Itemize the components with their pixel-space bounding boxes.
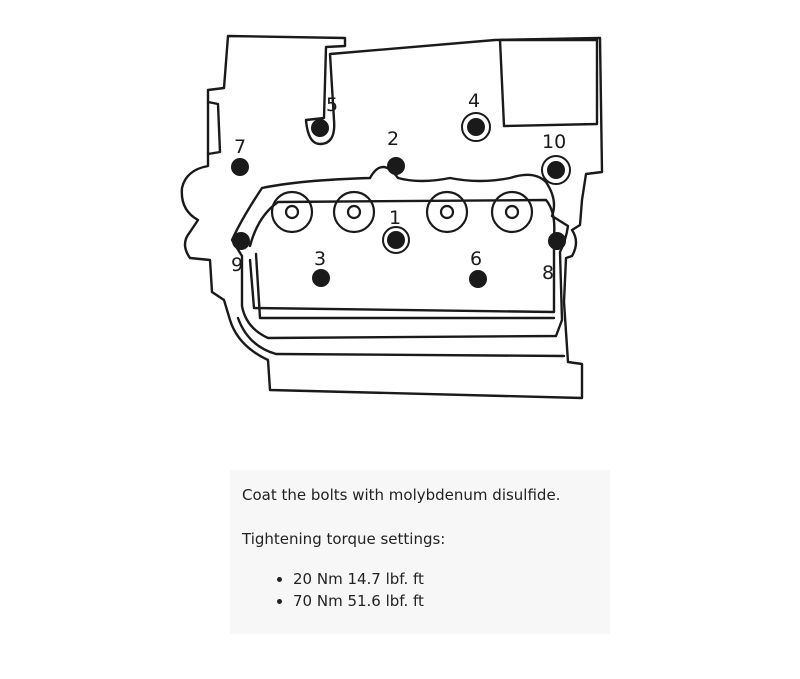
bolt-5 (311, 119, 329, 137)
bolt-3 (312, 269, 330, 287)
torque-list: 20 Nm 14.7 lbf. ft 70 Nm 51.6 lbf. ft (242, 568, 598, 612)
torque-item-2: 70 Nm 51.6 lbf. ft (293, 590, 598, 612)
bolt-8 (548, 232, 566, 250)
bolt-10 (547, 161, 565, 179)
bolt-1 (387, 231, 405, 249)
valve-ring-a (270, 190, 314, 234)
bolt-6 (469, 270, 487, 288)
torque-item-1: 20 Nm 14.7 lbf. ft (293, 568, 598, 590)
bolt-label-8: 8 (542, 262, 554, 284)
bolt-9 (232, 232, 250, 250)
left-bump (206, 100, 222, 156)
valve-ring-b (332, 190, 376, 234)
bolt-label-10: 10 (542, 131, 566, 153)
bolt-label-4: 4 (468, 90, 480, 112)
bolt-label-6: 6 (470, 248, 482, 270)
upper-right-box (498, 38, 599, 128)
bolt-10-washer (541, 155, 571, 185)
coating-instruction: Coat the bolts with molybdenum disulfide… (242, 486, 561, 504)
bolt-label-2: 2 (387, 128, 399, 150)
chamber-outline (230, 165, 570, 340)
bolt-1-washer (382, 226, 410, 254)
bolt-label-5: 5 (326, 94, 338, 116)
bolt-4-washer (461, 112, 491, 142)
bolt-label-7: 7 (234, 136, 246, 158)
valve-ring-d (490, 190, 534, 234)
torque-note-panel: Coat the bolts with molybdenum disulfide… (230, 470, 610, 634)
bolt-2 (387, 157, 405, 175)
diagram-svg: 1 2 3 4 5 6 7 8 9 10 (180, 34, 604, 400)
valve-ring-c (425, 190, 469, 234)
bolt-label-9: 9 (231, 254, 243, 276)
chamber-rim (254, 252, 556, 320)
head-outline (180, 34, 604, 400)
bolt-4 (467, 118, 485, 136)
bolt-label-3: 3 (314, 248, 326, 270)
bolt-7 (231, 158, 249, 176)
lower-edge (236, 316, 566, 358)
torque-heading: Tightening torque settings: (242, 530, 446, 548)
cylinder-head-bolt-diagram: 1 2 3 4 5 6 7 8 9 10 (150, 20, 620, 420)
bolt-label-1: 1 (389, 207, 401, 229)
